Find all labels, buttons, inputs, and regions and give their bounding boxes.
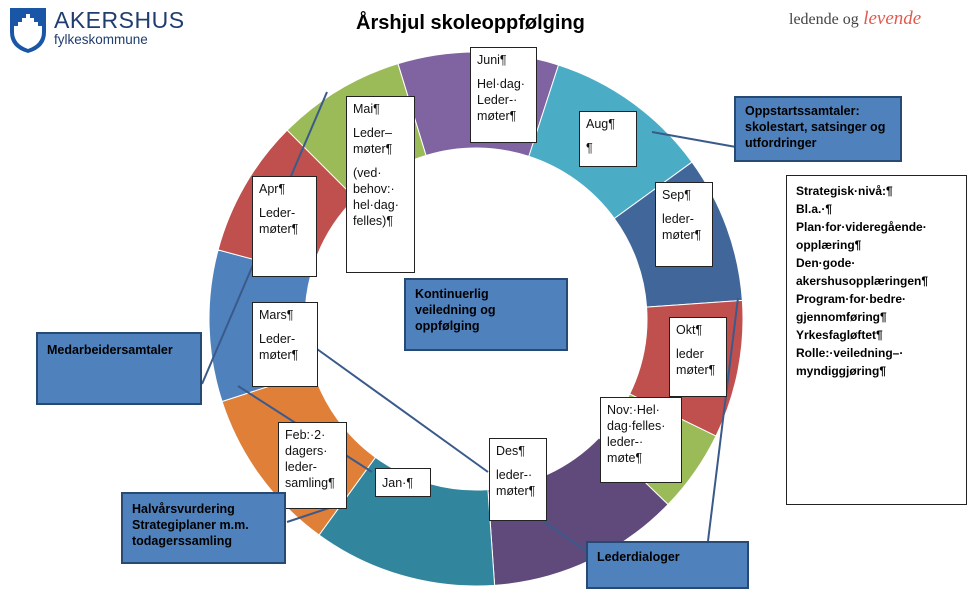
logo-subtitle: fylkeskommune xyxy=(54,32,148,47)
text-line: Kontinuerlig xyxy=(415,287,489,301)
text-line: Juni¶ xyxy=(477,53,507,67)
text-line: Strategiplaner m.m. xyxy=(132,518,249,532)
text-line: (ved· xyxy=(353,166,382,180)
text-line: ¶ xyxy=(586,141,593,155)
text-line: dag·felles· xyxy=(607,419,666,433)
strategic-level-box: Strategisk·nivå:¶ Bl.a.·¶ Plan·for·videreg… xyxy=(786,175,967,505)
month-box-jan: Jan·¶ xyxy=(375,468,431,497)
text-line: Den·gode· xyxy=(796,256,856,270)
connector-lederdialoger-des xyxy=(539,518,589,553)
logo-name: AKERSHUS xyxy=(54,7,185,33)
text-line: Yrkesfagløftet¶ xyxy=(796,328,883,342)
text-line: møter¶ xyxy=(259,222,299,236)
text-line: Hel·dag· xyxy=(477,77,525,91)
connector-lederdialoger-okt xyxy=(707,297,739,542)
text-line xyxy=(496,459,540,467)
month-box-okt: Okt¶ leder møter¶ xyxy=(669,317,727,397)
month-box-apr: Apr¶ Leder-møter¶ xyxy=(252,176,317,277)
text-line: leder xyxy=(676,347,704,361)
text-line: Leder– xyxy=(353,126,392,140)
text-line: Leder- xyxy=(259,332,296,346)
text-line: Rolle:·veiledning–· xyxy=(796,346,904,360)
text-line: Halvårsvurdering xyxy=(132,502,235,516)
slogan: ledende og levende xyxy=(789,8,921,30)
text-line: hel·dag· xyxy=(353,198,399,212)
text-line: behov:· xyxy=(353,182,395,196)
text-line: Lederdialoger xyxy=(597,550,680,564)
text-line: leder-· xyxy=(607,435,644,449)
month-box-aug: Aug¶ ¶ xyxy=(579,111,637,167)
month-box-juni: Juni¶ Hel·dag· Leder-· møter¶ xyxy=(470,47,537,143)
text-line: møter¶ xyxy=(676,363,716,377)
text-line xyxy=(353,117,408,125)
text-line: Feb:·2· xyxy=(285,428,326,442)
text-line: samling¶ xyxy=(285,476,335,490)
month-box-des: Des¶ leder-· møter¶ xyxy=(489,438,547,521)
callout-medarbeidersamtaler: Medarbeidersamtaler xyxy=(36,332,202,405)
text-line: Apr¶ xyxy=(259,182,286,196)
text-line xyxy=(477,68,530,76)
text-line: Plan·for·videregående· xyxy=(796,220,927,234)
text-line: oppfølging xyxy=(415,319,480,333)
callout-kontinuerlig-veiledning: Kontinuerlig veiledning og oppfølging xyxy=(404,278,568,351)
text-line: skolestart, satsinger og xyxy=(745,120,886,134)
text-line: Des¶ xyxy=(496,444,525,458)
text-line: todagerssamling xyxy=(132,534,233,548)
text-line: Okt¶ xyxy=(676,323,703,337)
page-title: Årshjul skoleoppfølging xyxy=(356,12,585,34)
callout-oppstartssamtaler: Oppstartssamtaler: skolestart, satsinger … xyxy=(734,96,902,162)
text-line: opplæring¶ xyxy=(796,238,862,252)
text-line xyxy=(586,132,630,140)
text-line: Program·for·bedre· xyxy=(796,292,907,306)
text-line: akershusopplæringen¶ xyxy=(796,274,929,288)
text-line: møter¶ xyxy=(353,142,393,156)
text-line: Mars¶ xyxy=(259,308,294,322)
text-line: møter¶ xyxy=(259,348,299,362)
text-line xyxy=(259,323,311,331)
month-box-sep: Sep¶ leder-møter¶ xyxy=(655,182,713,267)
text-line: Oppstartssamtaler: xyxy=(745,104,860,118)
connector-oppstart xyxy=(651,131,737,148)
text-line: møter¶ xyxy=(496,484,536,498)
month-box-nov: Nov:·Hel· dag·felles· leder-· møte¶ xyxy=(600,397,682,483)
text-line: myndiggjøring¶ xyxy=(796,364,886,378)
text-line: Strategisk·nivå:¶ xyxy=(796,184,893,198)
text-line: Nov:·Hel· xyxy=(607,403,660,417)
text-line: Medarbeidersamtaler xyxy=(47,343,173,357)
text-line: Mai¶ xyxy=(353,102,380,116)
month-box-mai: Mai¶ Leder– møter¶ (ved· behov:· hel·dag· fell… xyxy=(346,96,415,273)
connector-mars-des xyxy=(316,348,489,473)
callout-lederdialoger: Lederdialoger xyxy=(586,541,749,589)
text-line xyxy=(353,157,408,165)
text-line: dagers· xyxy=(285,444,328,458)
text-line xyxy=(676,338,720,346)
text-line: leder- xyxy=(285,460,317,474)
text-line: felles)¶ xyxy=(353,214,394,228)
text-line: leder-· xyxy=(496,468,533,482)
text-line xyxy=(662,203,706,211)
text-line: møte¶ xyxy=(607,451,643,465)
month-box-feb: Feb:·2· dagers· leder-samling¶ xyxy=(278,422,347,509)
slogan-text: ledende og xyxy=(789,11,859,28)
text-line xyxy=(259,197,310,205)
text-line: leder- xyxy=(662,212,694,226)
text-line: møter¶ xyxy=(662,228,702,242)
text-line: Leder- xyxy=(259,206,296,220)
text-line: Sep¶ xyxy=(662,188,691,202)
text-line: Aug¶ xyxy=(586,117,615,131)
text-line: veiledning og xyxy=(415,303,496,317)
logo: AKERSHUS fylkeskommune xyxy=(54,8,185,47)
month-box-mars: Mars¶ Leder-møter¶ xyxy=(252,302,318,387)
slogan-script: levende xyxy=(863,8,922,29)
text-line: gjennomføring¶ xyxy=(796,310,887,324)
text-line: Bl.a.·¶ xyxy=(796,202,833,216)
text-line: møter¶ xyxy=(477,109,517,123)
text-line: Jan·¶ xyxy=(382,476,414,490)
text-line: Leder-· xyxy=(477,93,518,107)
coat-of-arms-icon xyxy=(10,8,46,53)
text-line: utfordringer xyxy=(745,136,817,150)
